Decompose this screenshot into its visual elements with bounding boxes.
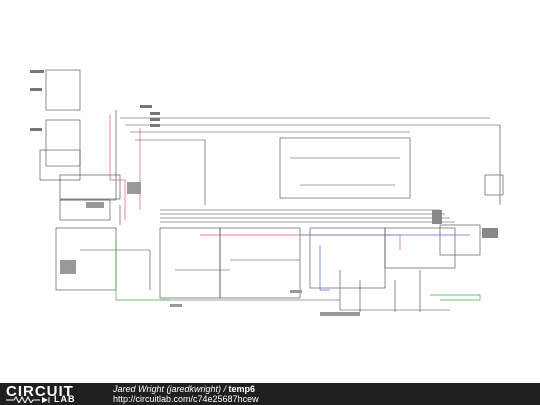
colored-nets (109, 115, 481, 301)
circuit-title[interactable]: temp6 (228, 384, 256, 394)
circuit-url[interactable]: http://circuitlab.com/c74e25687hcew (113, 394, 259, 404)
subcircuit-box (279, 137, 411, 199)
author-line: Jared Wright (jaredkwright) / temp6 (113, 384, 255, 394)
circuitlab-logo[interactable]: CIRCUIT LAB (6, 383, 96, 404)
component-labels (30, 70, 498, 316)
footer-bar: CIRCUIT LAB Jared Wright (jaredkwright) … (0, 383, 540, 405)
stage-block (45, 69, 81, 111)
logo-lab-text: LAB (54, 394, 76, 404)
resistor-icon (6, 396, 50, 403)
logo-circuit-text: CIRCUIT (6, 383, 74, 400)
schematic-wires (39, 69, 504, 312)
label-block (30, 70, 44, 73)
stage-block (45, 119, 81, 167)
author-name[interactable]: Jared Wright (jaredkwright) (113, 384, 222, 394)
subcircuit-box (55, 227, 117, 291)
separator: / (221, 384, 229, 394)
stage-block (59, 174, 121, 200)
schematic-canvas[interactable] (0, 0, 540, 383)
